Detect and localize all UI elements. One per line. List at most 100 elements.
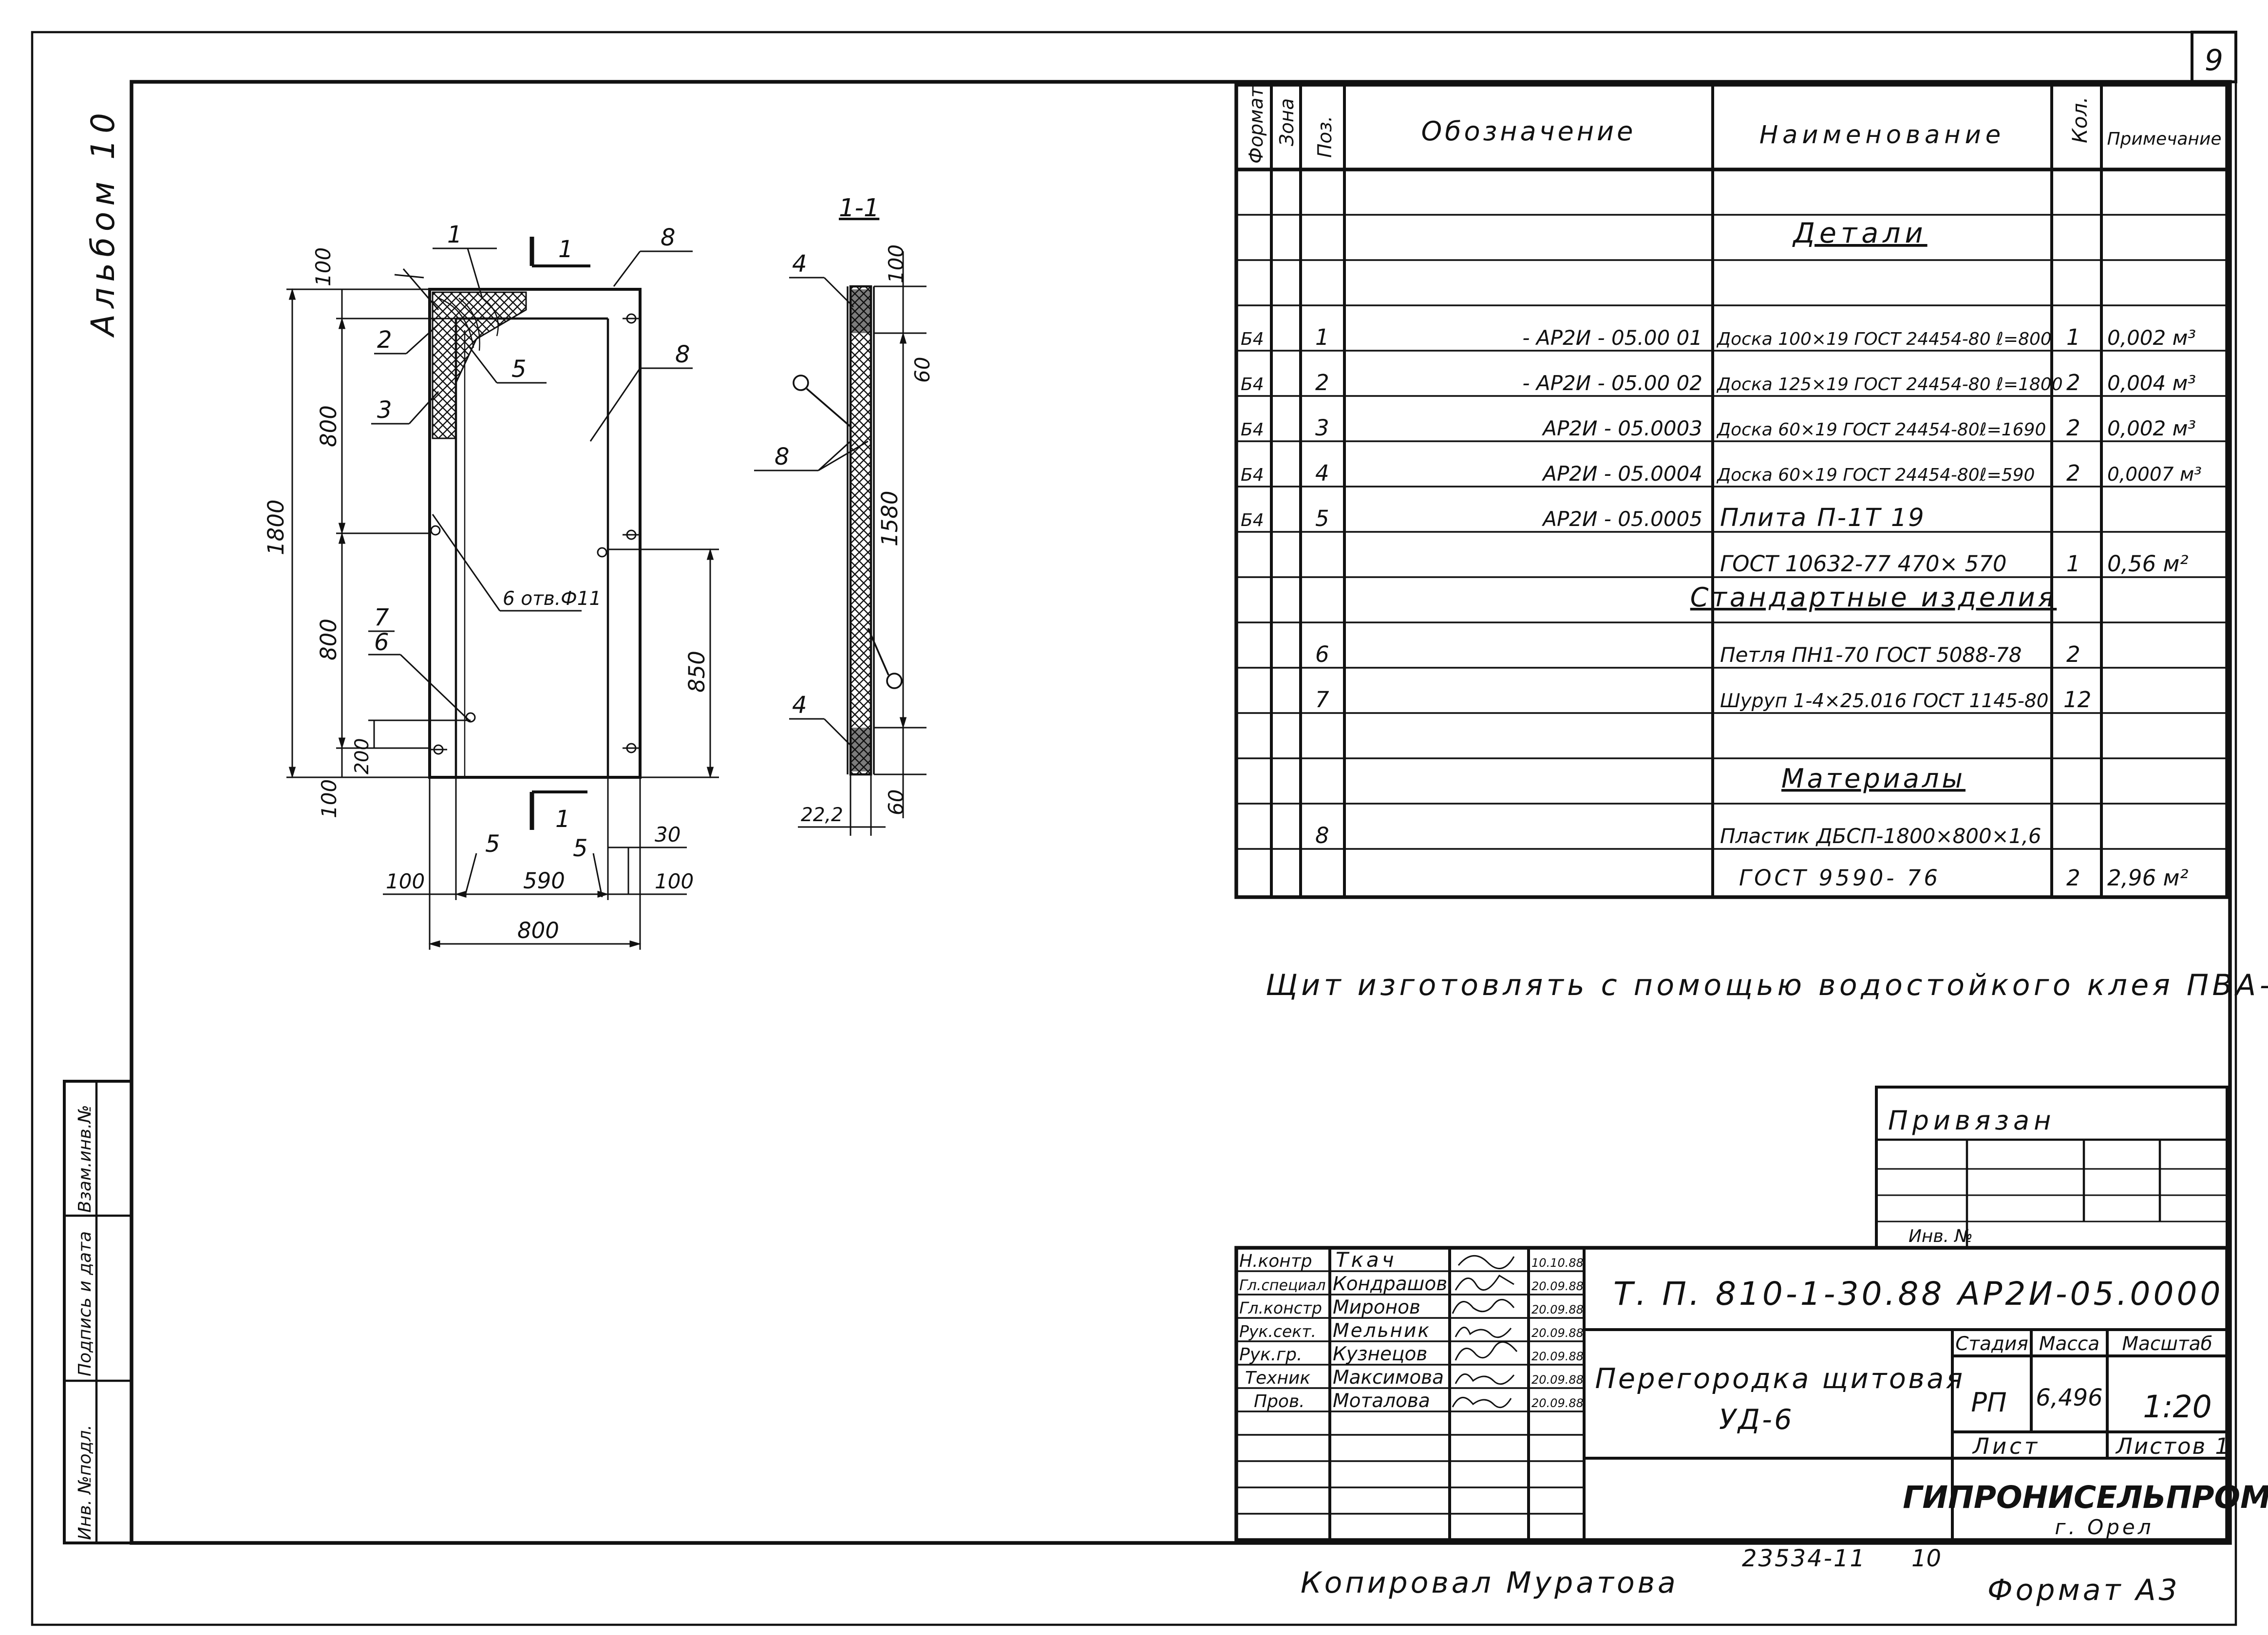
svg-text:20.09.88: 20.09.88 — [1531, 1373, 1584, 1387]
svg-text:Гл.специал: Гл.специал — [1239, 1277, 1325, 1294]
svg-text:1: 1 — [2066, 324, 2080, 350]
svg-text:8: 8 — [1315, 823, 1329, 848]
dim-w-mid-590: 590 — [523, 868, 565, 894]
stage-header: Стадия — [1955, 1333, 2028, 1355]
format-label: Формат А3 — [1987, 1573, 2180, 1607]
svg-text:20.09.88: 20.09.88 — [1531, 1350, 1584, 1363]
svg-text:2: 2 — [2066, 641, 2080, 667]
inner-frame — [130, 80, 2232, 1545]
section-materials: Материалы — [1781, 763, 1966, 794]
callout-8a: 8 — [661, 224, 676, 251]
scale-value: 1:20 — [2143, 1389, 2211, 1425]
sheets-label: Листов 1 — [2115, 1433, 2230, 1459]
privyazan-block: Привязан Инв. № — [1875, 1086, 2229, 1249]
dim-w-total-800: 800 — [517, 918, 559, 943]
svg-text:2: 2 — [1315, 370, 1329, 395]
hdr-zone: Зона — [1276, 98, 1298, 146]
section-standard: Стандартные изделия — [1690, 582, 2057, 613]
signature-row: Гл.констр Миронов 20.09.88 — [1239, 1297, 1584, 1318]
glue-note: Щит изготовлять с помощью водостойкого к… — [1266, 968, 2268, 1002]
svg-text:0,002 м³: 0,002 м³ — [2107, 416, 2196, 440]
spec-table: Формат Зона Поз. Обозначение Наименовани… — [1234, 83, 2229, 899]
section-dim-thickness: 22,2 — [801, 804, 843, 826]
stamp-inv-podl: Инв. №подл. — [75, 1425, 95, 1540]
svg-text:ГОСТ 10632-77 470× 570: ГОСТ 10632-77 470× 570 — [1720, 551, 2006, 577]
drawing-name-1: Перегородка щитовая — [1595, 1363, 1965, 1395]
spec-row: 8 Пластик ДБСП-1800×800×1,6 — [1315, 823, 2041, 848]
spec-row: Б4 2 - АР2И - 05.00 02 Доска 125×19 ГОСТ… — [1241, 370, 2196, 395]
section-dim-1580: 1580 — [877, 490, 903, 546]
drawing-name-2: УД-6 — [1719, 1404, 1794, 1436]
svg-text:3: 3 — [1315, 415, 1329, 441]
mass-value: 6,496 — [2036, 1384, 2102, 1411]
dim-200: 200 — [351, 738, 373, 774]
spec-row: 7 Шуруп 1-4×25.016 ГОСТ 1145-80 12 — [1315, 687, 2091, 713]
callout-6: 6 — [374, 629, 389, 656]
hdr-designation: Обозначение — [1421, 116, 1636, 147]
svg-text:АР2И - 05.0005: АР2И - 05.0005 — [1541, 507, 1702, 531]
dim-850: 850 — [684, 651, 710, 693]
dim-bottom-100: 100 — [317, 779, 341, 818]
svg-text:7: 7 — [1315, 687, 1329, 713]
section-callout-8: 8 — [775, 443, 790, 470]
dim-lower-800: 800 — [316, 619, 341, 660]
svg-text:Шуруп 1-4×25.016 ГОСТ 1145-80: Шуруп 1-4×25.016 ГОСТ 1145-80 — [1720, 690, 2049, 712]
callout-5c: 5 — [573, 835, 588, 862]
svg-text:Гл.констр: Гл.констр — [1239, 1298, 1322, 1317]
signature-row: Техник Максимова 20.09.88 — [1245, 1367, 1584, 1389]
svg-text:АР2И - 05.0004: АР2И - 05.0004 — [1541, 462, 1702, 486]
svg-text:2,96 м²: 2,96 м² — [2107, 865, 2189, 891]
svg-text:0,56 м²: 0,56 м² — [2107, 551, 2189, 577]
svg-text:20.09.88: 20.09.88 — [1531, 1326, 1584, 1340]
stage-value: РП — [1971, 1387, 2006, 1418]
callout-2: 2 — [377, 326, 392, 354]
section-dim-60-bottom: 60 — [884, 789, 908, 815]
svg-text:Пров.: Пров. — [1254, 1391, 1305, 1411]
spec-row: 6 Петля ПН1-70 ГОСТ 5088-78 2 — [1315, 641, 2080, 667]
svg-text:- АР2И - 05.00 02: - АР2И - 05.00 02 — [1522, 371, 1702, 395]
svg-text:Петля ПН1-70 ГОСТ 5088-78: Петля ПН1-70 ГОСТ 5088-78 — [1720, 643, 2022, 667]
svg-text:2: 2 — [2066, 865, 2080, 891]
section-mark-bottom: 1 — [555, 806, 570, 833]
callout-7: 7 — [374, 604, 389, 631]
hdr-note: Примечание — [2107, 129, 2221, 149]
svg-text:Техник: Техник — [1245, 1368, 1310, 1388]
title-block: Н.контр Ткач 10.10.88 Гл.специал Кондраш… — [1234, 1246, 2268, 1542]
privyazan-inv: Инв. № — [1909, 1226, 1973, 1246]
sheet-number-box: 9 — [2191, 31, 2237, 83]
spec-row: ГОСТ 10632-77 470× 570 1 0,56 м² — [1720, 551, 2189, 577]
svg-text:1: 1 — [2066, 551, 2080, 577]
elevation-view: 1 1 1 2 3 — [263, 221, 719, 950]
svg-text:Б4: Б4 — [1241, 465, 1264, 485]
svg-text:Рук.сект.: Рук.сект. — [1239, 1322, 1316, 1341]
svg-text:Н.контр: Н.контр — [1239, 1251, 1312, 1271]
spec-row: Б4 1 - АР2И - 05.00 01 Доска 100×19 ГОСТ… — [1241, 324, 2196, 350]
signature-row: Рук.гр. Кузнецов 20.09.88 — [1239, 1341, 1584, 1365]
svg-text:20.09.88: 20.09.88 — [1531, 1279, 1584, 1293]
stamp-vzam: Взам.инв.№ — [75, 1105, 95, 1213]
svg-text:20.09.88: 20.09.88 — [1531, 1303, 1584, 1316]
svg-text:Ткач: Ткач — [1336, 1248, 1397, 1272]
svg-text:Доска 125×19 ГОСТ 24454-80 ℓ=1: Доска 125×19 ГОСТ 24454-80 ℓ=1800 — [1716, 375, 2063, 395]
album-label: Альбом 10 — [84, 107, 122, 338]
left-stamp: Взам.инв.№ Подпись и дата Инв. №подл. — [63, 1080, 133, 1544]
svg-text:Б4: Б4 — [1241, 420, 1264, 440]
svg-text:1: 1 — [1315, 324, 1329, 350]
svg-text:Доска 60×19 ГОСТ 24454-80ℓ=590: Доска 60×19 ГОСТ 24454-80ℓ=590 — [1716, 465, 2035, 485]
spec-row: Б4 3 АР2И - 05.0003 Доска 60×19 ГОСТ 244… — [1241, 415, 2196, 441]
svg-text:0,0007 м³: 0,0007 м³ — [2107, 464, 2202, 486]
section-callout-4a: 4 — [792, 250, 807, 278]
svg-text:Пластик ДБСП-1800×800×1,6: Пластик ДБСП-1800×800×1,6 — [1720, 824, 2041, 848]
signature-row: Гл.специал Кондрашов 20.09.88 — [1239, 1273, 1584, 1295]
section-dim-100: 100 — [884, 244, 908, 283]
privyazan-title: Привязан — [1888, 1105, 2055, 1136]
dim-top-100: 100 — [311, 247, 335, 286]
svg-text:ГОСТ 9590- 76: ГОСТ 9590- 76 — [1739, 865, 1941, 891]
svg-text:- АР2И - 05.00 01: - АР2И - 05.00 01 — [1522, 326, 1702, 350]
dim-w-right-100: 100 — [655, 869, 694, 893]
signature-row: Пров. Моталова 20.09.88 — [1254, 1390, 1584, 1412]
holes-note: 6 отв.Ф11 — [503, 588, 601, 610]
signature-row: Н.контр Ткач 10.10.88 — [1239, 1248, 1584, 1272]
section-title: 1-1 — [839, 194, 879, 223]
